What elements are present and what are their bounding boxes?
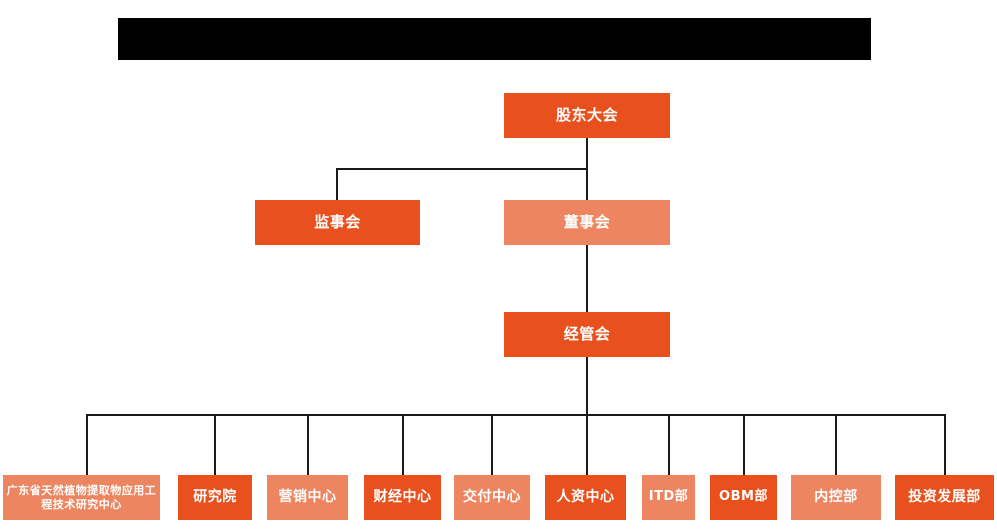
connector-to-directors: [586, 168, 588, 200]
node-institute[interactable]: 研究院: [178, 475, 252, 520]
node-board-of-supervisors[interactable]: 监事会: [255, 200, 420, 245]
connector-drop-internal-control: [835, 414, 837, 475]
connector-drop-research-center: [86, 414, 88, 475]
node-delivery-center[interactable]: 交付中心: [454, 475, 530, 520]
node-internal-control-department[interactable]: 内控部: [791, 475, 881, 520]
connector-drop-investment: [944, 414, 946, 475]
connector-drop-obm: [743, 414, 745, 475]
node-management-committee[interactable]: 经管会: [504, 312, 670, 357]
connector-drop-institute: [214, 414, 216, 475]
node-finance-center[interactable]: 财经中心: [364, 475, 441, 520]
connector-directors-to-management: [586, 245, 588, 312]
node-hr-center[interactable]: 人资中心: [545, 475, 626, 520]
node-obm-department[interactable]: OBM部: [710, 475, 777, 520]
node-marketing-center[interactable]: 营销中心: [267, 475, 348, 520]
connector-drop-delivery: [491, 414, 493, 475]
connector-drop-marketing: [307, 414, 309, 475]
node-itd-department[interactable]: ITD部: [642, 475, 695, 520]
node-shareholders-meeting[interactable]: 股东大会: [504, 93, 670, 138]
node-guangdong-research-center[interactable]: 广东省天然植物提取物应用工程技术研究中心: [3, 475, 160, 520]
connector-management-stem: [586, 357, 588, 415]
title-banner: [118, 18, 871, 60]
node-board-of-directors[interactable]: 董事会: [504, 200, 670, 245]
connector-drop-hr: [586, 414, 588, 475]
connector-shareholders-stem: [586, 138, 588, 169]
connector-drop-itd: [668, 414, 670, 475]
connector-level1-bus: [336, 168, 588, 170]
connector-drop-finance: [402, 414, 404, 475]
connector-to-supervisors: [336, 168, 338, 200]
node-investment-development-department[interactable]: 投资发展部: [895, 475, 994, 520]
connector-bottom-bus: [86, 414, 946, 416]
